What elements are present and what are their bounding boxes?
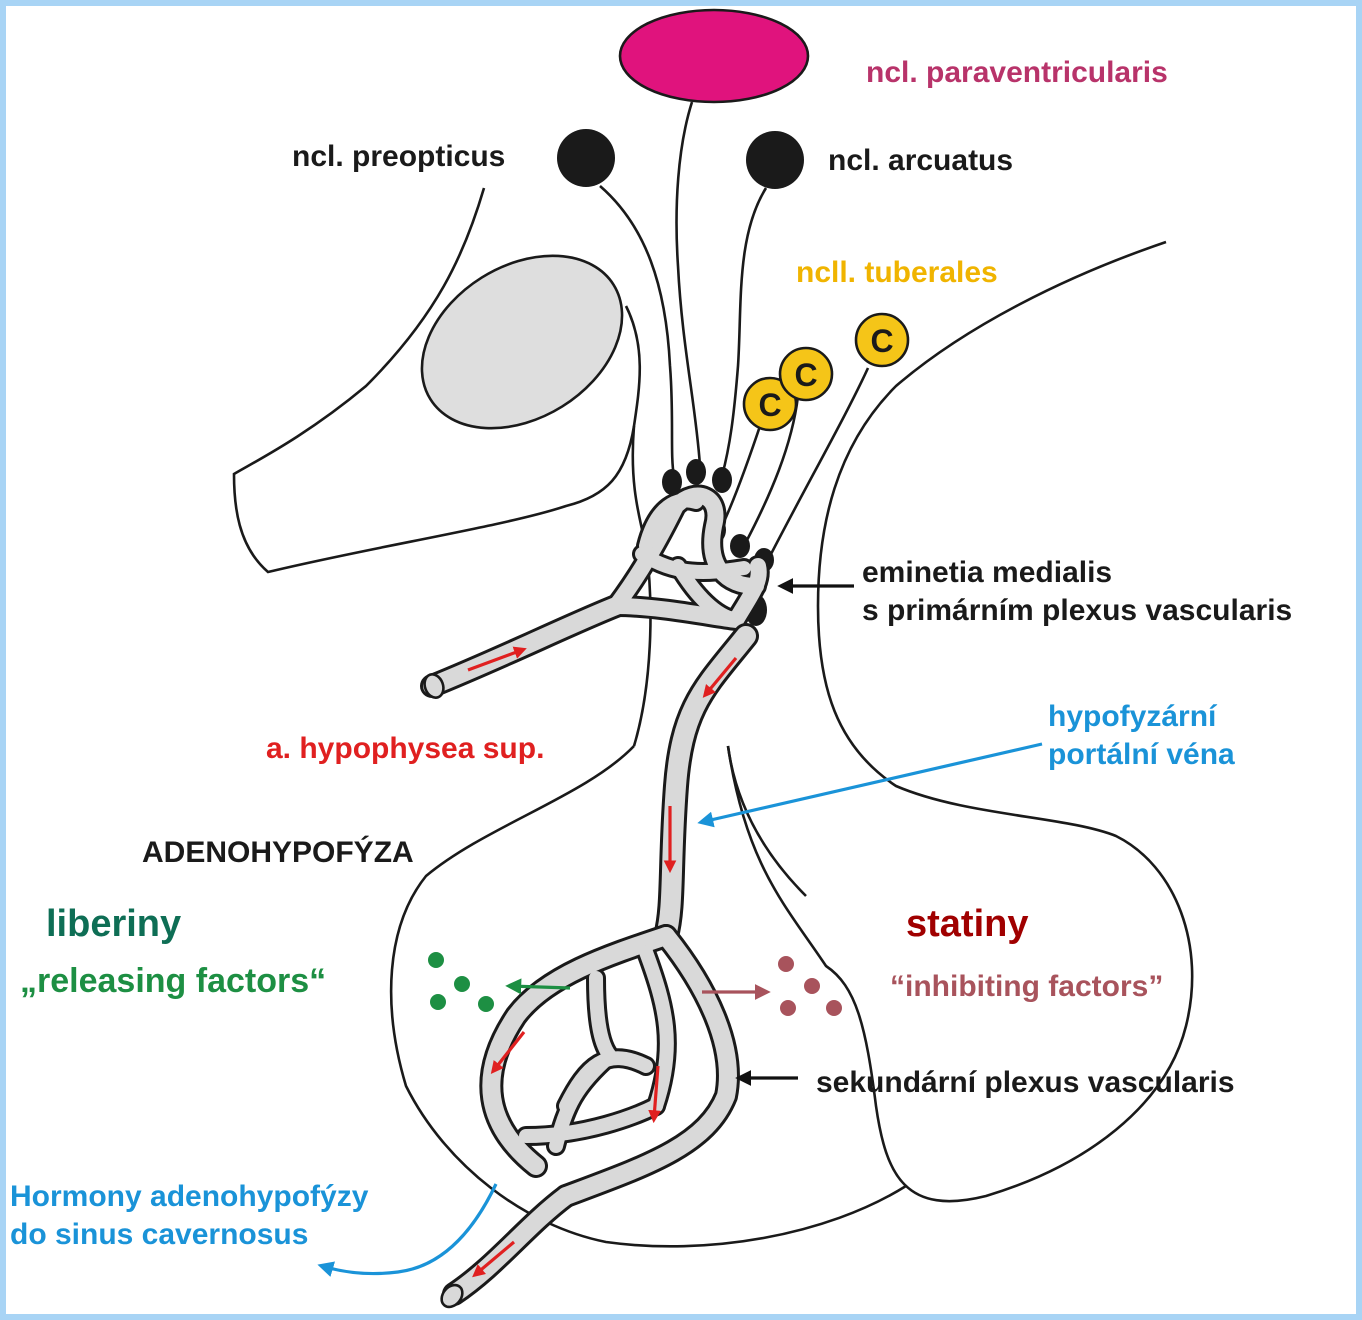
tuberal-marker-text: C <box>794 357 817 393</box>
paraventricular-nucleus <box>620 10 808 102</box>
diagram-frame: C C C <box>6 6 1356 1314</box>
secondary-plexus <box>437 936 728 1311</box>
label-statiny: statiny <box>906 903 1028 945</box>
tuberal-marker-text: C <box>870 323 893 359</box>
axon-arcuate <box>722 188 766 476</box>
label-hormony-line1: Hormony adenohypofýzy <box>10 1180 369 1213</box>
axon-paraventricular <box>677 102 700 466</box>
arcuate-nucleus <box>746 131 804 189</box>
inhibiting-factor-dots <box>778 956 842 1016</box>
tuberal-nucleus-2: C <box>780 348 832 400</box>
label-sekundarni: sekundární plexus vascularis <box>816 1066 1235 1099</box>
label-liberiny: liberiny <box>46 903 181 945</box>
preoptic-nucleus <box>557 129 615 187</box>
label-paraventricularis: ncl. paraventricularis <box>866 56 1168 89</box>
label-hormony-line2: do sinus cavernosus <box>10 1218 308 1251</box>
label-eminentia-line1: eminetia medialis <box>862 556 1112 589</box>
label-releasing: „releasing factors“ <box>20 962 326 1000</box>
tuberal-nucleus-3: C <box>856 314 908 366</box>
tuberal-marker-text: C <box>758 387 781 423</box>
left-arrow-icon <box>510 986 570 988</box>
label-arcuatus: ncl. arcuatus <box>828 144 1013 177</box>
label-eminentia-line2: s primárním plexus vascularis <box>862 594 1292 627</box>
optic-chiasm <box>390 220 654 463</box>
releasing-factor-dots <box>428 952 494 1012</box>
label-preopticus: ncl. preopticus <box>292 140 505 173</box>
label-hypophysea: a. hypophysea sup. <box>266 732 544 765</box>
portal-vein <box>666 636 746 936</box>
label-portal-line2: portální véna <box>1048 738 1235 771</box>
label-tuberales: ncll. tuberales <box>796 256 998 289</box>
label-portal-line1: hypofyzární <box>1048 700 1218 733</box>
hypothalamo-hypophyseal-portal-diagram: C C C <box>6 6 1356 1314</box>
label-inhibiting: “inhibiting factors” <box>890 970 1163 1003</box>
label-adenohypofyza: ADENOHYPOFÝZA <box>142 835 414 869</box>
